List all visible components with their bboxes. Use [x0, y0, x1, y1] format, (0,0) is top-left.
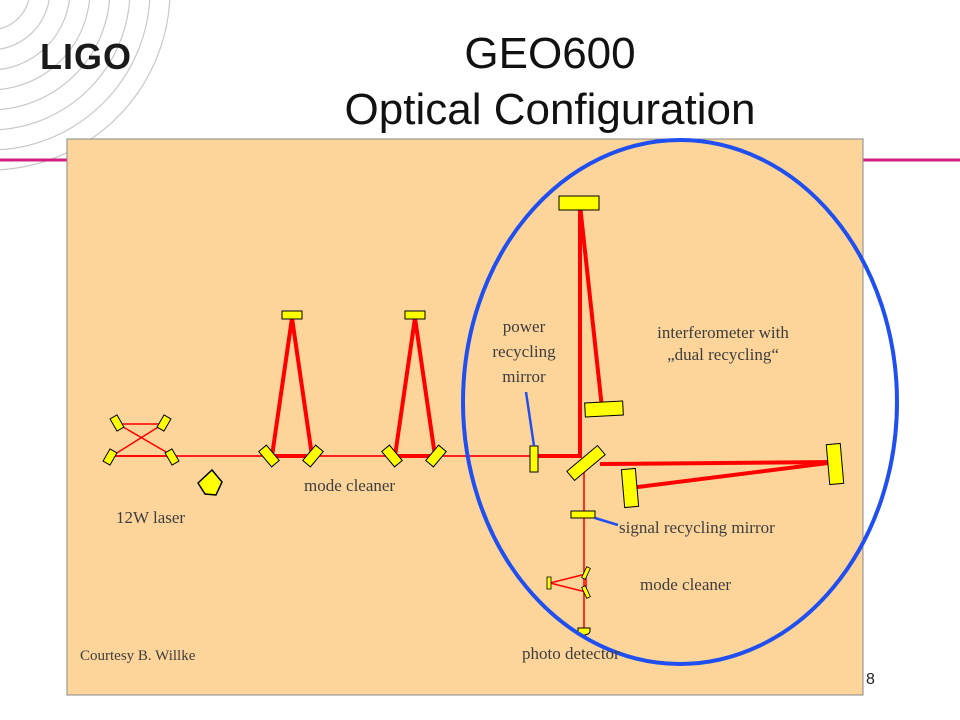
- east-end-mirror: [825, 442, 845, 486]
- north-end-mirror: [558, 195, 600, 211]
- dual-recycling-ellipse: [461, 138, 899, 666]
- interferometer-beams: [538, 204, 837, 630]
- power-recycling-label-line2: recycling: [492, 342, 556, 361]
- mode-cleaner-2: [381, 310, 447, 468]
- power-recycling-pointer: [524, 391, 536, 447]
- interferometer-label-line2: „dual recycling“: [667, 345, 779, 364]
- page-title-line1: GEO600: [464, 29, 636, 78]
- laser-cavity: [102, 414, 223, 496]
- power-recycling-label-line3: mirror: [502, 367, 546, 386]
- output-mode-cleaner: [546, 566, 591, 599]
- laser-label: 12W laser: [116, 508, 186, 527]
- mode-cleaner-label: mode cleaner: [304, 476, 396, 495]
- output-mode-cleaner-label: mode cleaner: [640, 575, 732, 594]
- page-number: 8: [866, 671, 875, 688]
- power-recycling-label-line1: power: [502, 317, 546, 336]
- interferometer-label: interferometer with „dual recycling“: [628, 322, 818, 366]
- page-title-line2: Optical Configuration: [344, 85, 756, 134]
- north-fold-mirror: [584, 400, 624, 418]
- beam-splitter: [566, 444, 606, 482]
- ligo-logo: LIGO: [40, 36, 132, 77]
- interferometer-label-line1: interferometer with: [657, 323, 789, 342]
- mode-cleaner-1: [258, 310, 324, 468]
- signal-recycling-mirror: [570, 510, 596, 519]
- courtesy-label: Courtesy B. Willke: [80, 648, 196, 664]
- power-recycling-mirror: [529, 445, 539, 473]
- east-fold-mirror: [620, 467, 640, 509]
- signal-recycling-label: signal recycling mirror: [619, 518, 775, 537]
- photo-detector-label: photo detector: [522, 644, 620, 663]
- power-recycling-label: power recycling mirror: [476, 314, 572, 389]
- signal-recycling-pointer: [594, 516, 619, 527]
